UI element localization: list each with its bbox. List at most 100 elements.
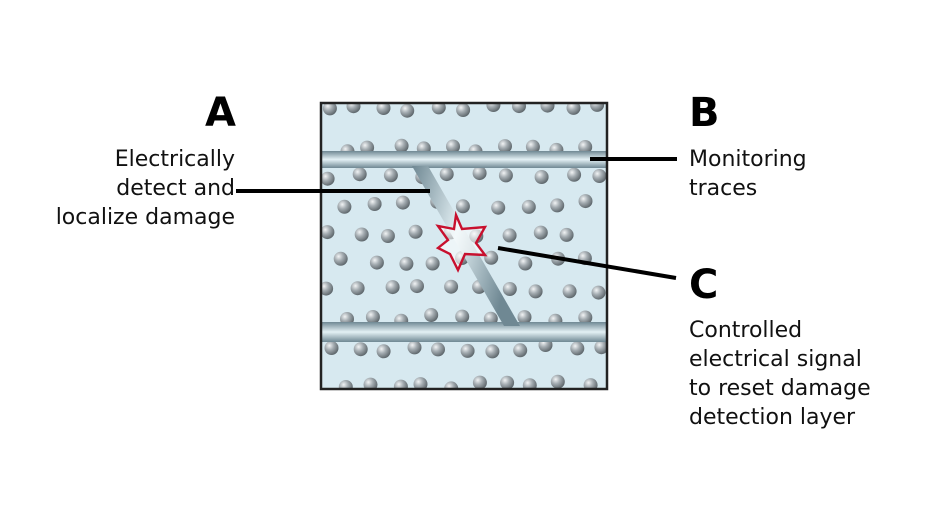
label-a-line: Electrically xyxy=(114,147,235,172)
particle xyxy=(498,168,513,183)
label-c-line: Controlled xyxy=(689,318,803,343)
particle xyxy=(322,103,337,116)
particle xyxy=(533,225,548,240)
particle xyxy=(513,343,528,358)
particle xyxy=(534,170,549,184)
particle xyxy=(425,256,440,271)
monitoring-trace-top xyxy=(321,151,607,168)
particle xyxy=(363,377,378,389)
label-b-line: Monitoring xyxy=(689,147,807,172)
particle xyxy=(321,225,335,240)
particle xyxy=(338,380,353,389)
particle xyxy=(472,166,487,181)
particle xyxy=(394,138,409,153)
panel-border xyxy=(319,101,609,391)
label-a-letter: A xyxy=(205,90,236,136)
particle xyxy=(424,308,439,322)
particle xyxy=(484,250,499,265)
label-c-line: to reset damage xyxy=(689,376,871,401)
particle xyxy=(407,340,422,355)
particle xyxy=(455,309,470,324)
particle xyxy=(570,341,585,356)
particle xyxy=(591,285,606,300)
label-b-description: Monitoring traces xyxy=(689,145,807,203)
particle xyxy=(376,344,391,359)
label-c-line: electrical signal xyxy=(689,347,862,372)
particle xyxy=(456,103,471,117)
particle xyxy=(578,194,593,209)
particle xyxy=(400,103,415,118)
particle xyxy=(321,281,334,296)
damage-star-icon xyxy=(435,210,488,273)
label-a-line: detect and xyxy=(116,176,235,201)
particle xyxy=(439,167,454,182)
particle xyxy=(353,342,368,357)
particle xyxy=(500,375,515,389)
particle xyxy=(376,103,391,115)
particle xyxy=(486,103,501,112)
particle xyxy=(472,375,487,389)
particle xyxy=(337,199,352,214)
particle xyxy=(431,103,446,115)
particle xyxy=(410,279,424,294)
label-c-letter: C xyxy=(689,262,719,308)
particle xyxy=(562,284,577,299)
particle xyxy=(528,284,543,299)
label-b-letter: B xyxy=(689,90,720,136)
label-c-description: Controlled electrical signal to reset da… xyxy=(689,316,871,432)
particle xyxy=(590,103,605,112)
particle xyxy=(578,140,593,154)
particle xyxy=(350,281,365,296)
particle xyxy=(583,378,598,389)
particle xyxy=(413,377,428,389)
particle xyxy=(550,198,565,213)
particle xyxy=(367,197,382,211)
leader-line-c xyxy=(497,246,677,280)
particle xyxy=(354,227,369,242)
particle xyxy=(446,139,460,154)
particle xyxy=(522,378,537,389)
particle xyxy=(352,167,367,182)
particle xyxy=(399,256,414,271)
particle xyxy=(324,341,339,355)
particle xyxy=(365,310,380,324)
particle xyxy=(592,169,607,183)
label-a-line: localize damage xyxy=(55,205,235,230)
particle xyxy=(346,103,361,114)
label-c-line: detection layer xyxy=(689,405,856,430)
particle xyxy=(385,280,400,295)
particle xyxy=(517,310,532,325)
particle xyxy=(444,279,459,294)
particle xyxy=(491,200,506,215)
particle xyxy=(408,224,423,239)
particle xyxy=(333,251,348,266)
particle xyxy=(485,344,500,359)
particle xyxy=(321,171,335,186)
particle xyxy=(566,103,581,115)
particle xyxy=(594,340,607,355)
particle xyxy=(431,342,445,357)
particle xyxy=(444,381,459,389)
particle xyxy=(521,199,536,214)
particle xyxy=(559,227,574,242)
label-a-description: Electrically detect and localize damage xyxy=(56,145,235,232)
particle xyxy=(393,379,408,389)
particle xyxy=(540,103,555,113)
particle xyxy=(512,103,526,114)
particle xyxy=(578,310,593,325)
particle xyxy=(502,282,517,296)
particle xyxy=(498,139,512,154)
particle xyxy=(550,374,565,389)
particle xyxy=(460,343,475,358)
particle xyxy=(380,229,395,243)
particle xyxy=(455,199,470,214)
particle xyxy=(369,255,384,270)
label-b-line: traces xyxy=(689,176,758,201)
particle xyxy=(502,228,517,243)
particle xyxy=(525,139,540,154)
particle xyxy=(383,168,398,183)
monitoring-trace-bottom xyxy=(321,322,607,342)
particle xyxy=(567,167,582,182)
particle xyxy=(395,195,410,210)
